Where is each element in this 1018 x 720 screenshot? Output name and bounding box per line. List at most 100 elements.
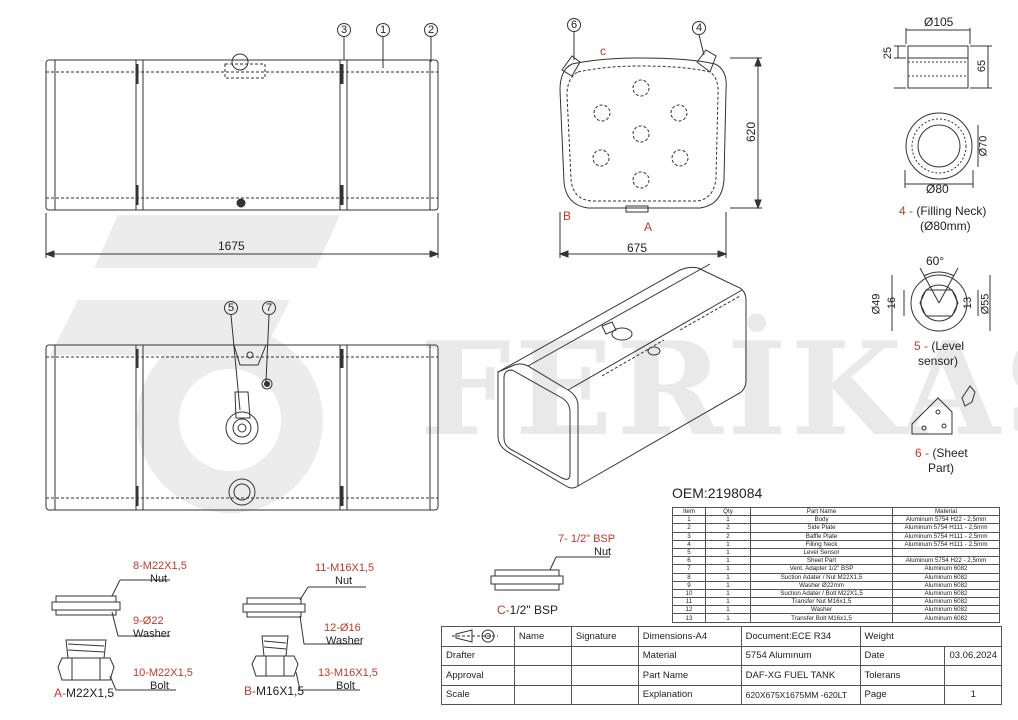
dim-neck-70: Ø70 bbox=[977, 135, 990, 157]
cell-qty: 1 bbox=[705, 539, 751, 549]
cell-material: Aluminum 6082 bbox=[892, 564, 1000, 574]
cell-part-name: Sheet Part bbox=[750, 556, 893, 566]
cell-qty: 1 bbox=[705, 605, 751, 615]
balloon-3: 3 bbox=[341, 24, 348, 36]
cell-item: 8 bbox=[672, 572, 706, 582]
cell-qty: 1 bbox=[705, 515, 751, 525]
cell-signature: Signature bbox=[570, 626, 639, 647]
cell-tolerans: Tolerans bbox=[859, 665, 946, 686]
label-b-washer: 12-Ø16 bbox=[324, 622, 361, 634]
cell-item: 12 bbox=[672, 605, 706, 615]
cell-item: 10 bbox=[672, 588, 706, 599]
header-qty: Qty bbox=[705, 506, 751, 517]
cell-drafter: Drafter bbox=[441, 645, 515, 666]
cell-item: 6 bbox=[672, 556, 706, 566]
cell-qty: 1 bbox=[705, 547, 751, 558]
title-fitting-c: C-1/2" BSP bbox=[497, 603, 558, 617]
watermark-text: FERİKAS bbox=[420, 314, 1018, 465]
caption-filling-neck: 4 - (Filling Neck) bbox=[899, 204, 987, 218]
tank-end-view bbox=[558, 49, 762, 258]
cell-part-name: Transfer Nut M16x1,5 bbox=[750, 597, 893, 607]
title-block-row: Name Signature Dimensions-A4 Document:EC… bbox=[441, 626, 1003, 647]
cell-part-name: Body bbox=[750, 515, 893, 525]
dim-ls-16: 16 bbox=[886, 296, 899, 310]
cell-item: 9 bbox=[672, 580, 706, 590]
cell-material: Aluminum 5754 H111 - 2,5mm bbox=[892, 523, 1000, 533]
dim-height: 620 bbox=[744, 121, 759, 143]
cell-part-name: Filling Neck bbox=[750, 539, 893, 549]
balloon-5: 5 bbox=[228, 302, 235, 314]
label-c-nut-type: Nut bbox=[594, 546, 612, 558]
tank-isometric-view bbox=[497, 263, 747, 489]
cell-blank bbox=[570, 684, 639, 705]
title-fitting-b: B-M16X1,5 bbox=[244, 684, 305, 698]
balloons-top bbox=[224, 18, 706, 411]
cell-item: 11 bbox=[672, 597, 706, 607]
fitting-b-drawing bbox=[242, 586, 366, 691]
cell-material: Aluminum 5754 H111 - 2,5mm bbox=[892, 531, 1000, 541]
cell-qty: 2 bbox=[705, 523, 751, 533]
dim-neck-25: 25 bbox=[882, 46, 895, 60]
cell-qty: 1 bbox=[705, 572, 751, 582]
label-b-nut: 11-M16X1,5 bbox=[315, 562, 375, 574]
cell-dimensions: Dimensions-A4 bbox=[637, 626, 742, 647]
parts-table-header: Item Qty Part Name Material bbox=[672, 506, 1000, 517]
label-a-washer-type: Washer bbox=[133, 628, 171, 640]
dim-neck-80: Ø80 bbox=[926, 182, 949, 196]
dim-width: 675 bbox=[627, 241, 648, 255]
label-b-bolt-type: Bolt bbox=[336, 680, 355, 692]
cell-part-name: Vent. Adapter 1/2" BSP bbox=[750, 564, 893, 574]
level-sensor-detail bbox=[891, 267, 991, 332]
cell-part-name: Suction Adater / Nut M22X1,5 bbox=[750, 572, 893, 582]
caption-level-sensor: 5 - (Level bbox=[914, 339, 965, 353]
cell-item: 1 bbox=[672, 515, 706, 525]
balloon-1: 1 bbox=[380, 24, 387, 36]
sheet-part-detail bbox=[911, 385, 976, 435]
cell-material: Aluminum 5754 H22 - 2,5mm bbox=[892, 556, 1000, 566]
cell-material-label: Material bbox=[637, 645, 742, 666]
cell-item: 5 bbox=[672, 547, 706, 558]
cell-material: 5754 Alumınum bbox=[740, 645, 861, 666]
balloon-7: 7 bbox=[266, 302, 273, 314]
dim-ls-13: 13 bbox=[962, 296, 975, 310]
cell-blank bbox=[570, 645, 639, 666]
cell-part-name: Washer Ø22mm bbox=[750, 580, 893, 590]
cell-material: Aluminum 6082 bbox=[892, 597, 1000, 607]
cell-blank bbox=[944, 665, 1002, 686]
cell-qty: 1 bbox=[705, 580, 751, 590]
label-c-nut: 7- 1/2" BSP bbox=[558, 533, 616, 545]
cell-page-label: Page bbox=[859, 684, 946, 705]
cell-material: Aluminum 6082 bbox=[892, 588, 1000, 599]
caption-sheet-part-2: Part) bbox=[928, 461, 955, 475]
label-b-nut-type: Nut bbox=[335, 575, 353, 587]
header-material: Material bbox=[892, 506, 1000, 517]
cell-item: 7 bbox=[672, 564, 706, 574]
title-block: Name Signature Dimensions-A4 Document:EC… bbox=[441, 626, 1003, 705]
fitting-c-drawing bbox=[490, 556, 610, 591]
cell-qty: 1 bbox=[705, 556, 751, 566]
cell-projection bbox=[441, 626, 515, 647]
cell-item: 4 bbox=[672, 539, 706, 549]
cell-explanation: 620X675X1675MM -620LT bbox=[740, 684, 861, 705]
cell-blank bbox=[570, 665, 639, 686]
dim-ls-55: Ø55 bbox=[979, 293, 992, 315]
oem-number: OEM:2198084 bbox=[672, 485, 763, 501]
cell-material bbox=[892, 547, 1000, 558]
cell-item: 13 bbox=[672, 613, 706, 623]
cell-qty: 1 bbox=[705, 597, 751, 607]
watermark-logo bbox=[50, 215, 340, 513]
dim-ls-49: Ø49 bbox=[870, 293, 883, 315]
cell-material: Aluminum 5754 H111 - 2,5mm bbox=[892, 539, 1000, 549]
label-a-bolt-type: Bolt bbox=[150, 680, 169, 692]
balloon-4: 4 bbox=[696, 22, 703, 34]
cell-partname-label: Part Name bbox=[637, 665, 742, 686]
